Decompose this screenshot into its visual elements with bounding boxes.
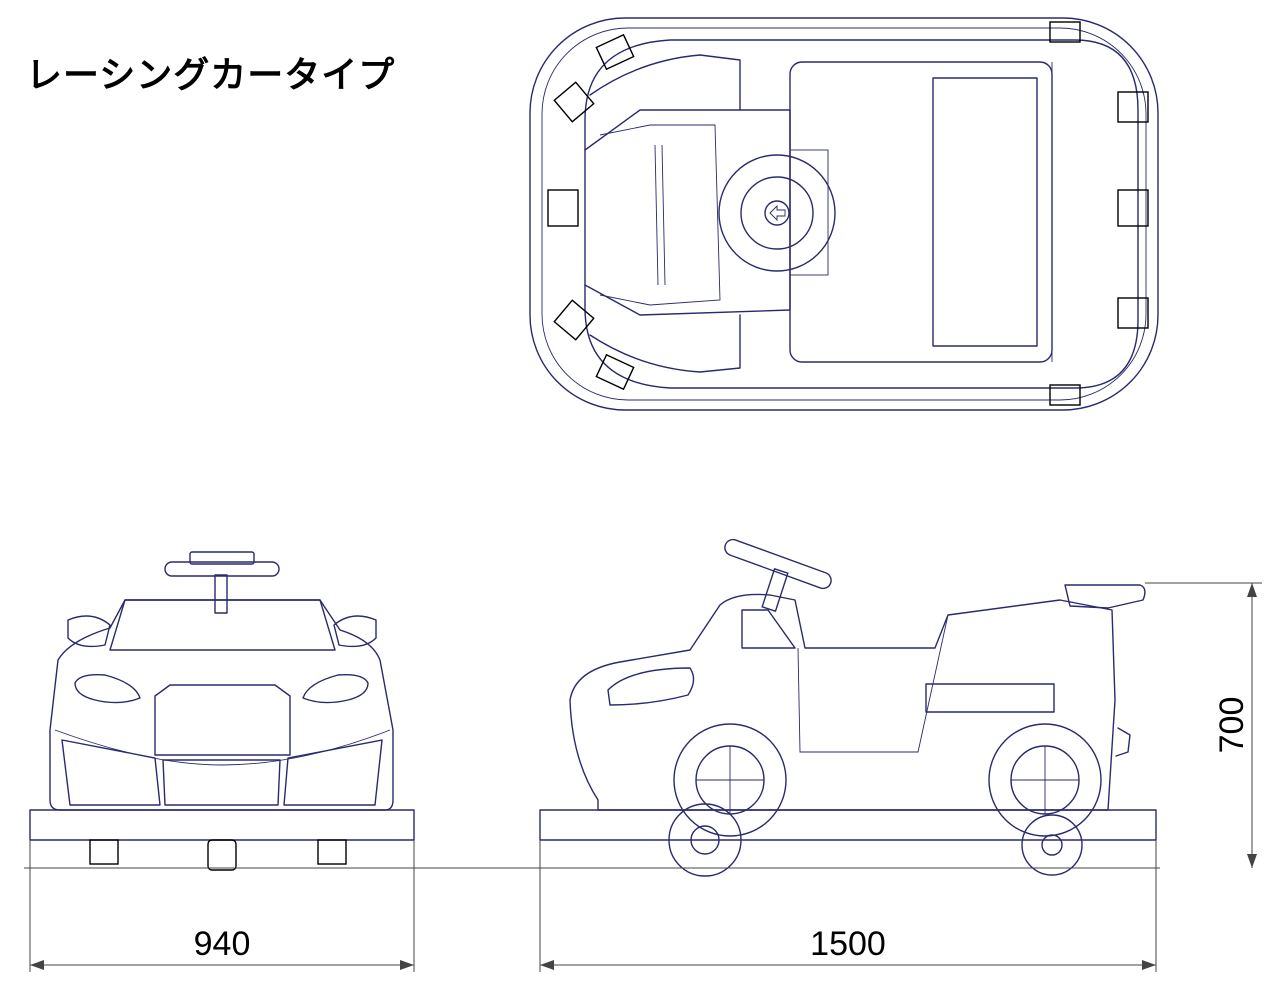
side-steering-wheel bbox=[724, 538, 832, 590]
front-view bbox=[29, 551, 415, 871]
top-seat-deck bbox=[789, 61, 1053, 363]
front-windscreen bbox=[109, 599, 336, 651]
length-arrow-left bbox=[540, 960, 554, 970]
top-view bbox=[529, 17, 1159, 411]
dimensions: 940 1500 700 bbox=[24, 582, 1262, 972]
bumper-clip-top-left-2 bbox=[595, 33, 635, 71]
length-label: 1500 bbox=[810, 925, 886, 963]
front-steering-column bbox=[214, 574, 228, 614]
front-mirror-right bbox=[333, 615, 377, 648]
side-front-wheel-arch bbox=[673, 723, 787, 837]
top-hood-line-1 bbox=[654, 144, 659, 286]
length-arrow-right bbox=[1142, 960, 1156, 970]
front-grille bbox=[154, 684, 291, 756]
drawing-title: レーシングカータイプ bbox=[26, 55, 396, 96]
bumper-clip-bottom-left-2 bbox=[595, 353, 635, 391]
side-seat bbox=[741, 609, 796, 649]
side-car-body bbox=[569, 593, 1116, 811]
top-direction-icon bbox=[764, 200, 790, 226]
top-fender-lower bbox=[589, 314, 741, 373]
top-hood bbox=[584, 109, 791, 316]
front-body bbox=[49, 599, 394, 811]
top-hood-inner bbox=[599, 124, 721, 306]
top-car-body bbox=[584, 39, 1139, 389]
height-arrow-bottom bbox=[1247, 854, 1257, 868]
top-steering-hub bbox=[740, 176, 814, 250]
front-headlight-left bbox=[74, 673, 141, 704]
bumper-clip-left bbox=[547, 189, 579, 227]
side-rear-bumper bbox=[1115, 727, 1131, 757]
front-mirror-left bbox=[67, 615, 111, 648]
bumper-clip-right-bottom bbox=[1117, 297, 1149, 329]
front-caster-right bbox=[317, 839, 347, 865]
side-steering-column bbox=[761, 568, 789, 612]
side-spoiler bbox=[1064, 584, 1146, 609]
bumper-clip-bottom-left bbox=[553, 299, 595, 341]
top-seat-panel bbox=[932, 77, 1038, 347]
side-rear-wheel-arch bbox=[988, 723, 1102, 837]
width-arrow-left bbox=[30, 960, 44, 970]
front-steering-hub bbox=[189, 551, 255, 565]
side-caster-wheel bbox=[1021, 814, 1083, 876]
top-steering-plate bbox=[789, 149, 829, 276]
top-steering-wheel bbox=[718, 154, 836, 272]
top-bumper-inner bbox=[541, 27, 1147, 401]
side-caster-wheel-hub bbox=[1041, 834, 1063, 856]
front-caster-left bbox=[89, 839, 119, 865]
front-bumper-left bbox=[61, 739, 161, 806]
front-headlight-right bbox=[302, 673, 369, 704]
height-label: 700 bbox=[1213, 697, 1251, 754]
top-hood-line-2 bbox=[661, 144, 666, 286]
side-base bbox=[539, 809, 1157, 841]
front-steering-wheel bbox=[164, 561, 280, 577]
top-fender-upper bbox=[589, 54, 741, 111]
arrow-icon bbox=[769, 204, 786, 222]
side-view bbox=[539, 538, 1157, 877]
front-base bbox=[29, 809, 415, 841]
side-headlight bbox=[607, 667, 695, 706]
height-arrow-top bbox=[1247, 583, 1257, 597]
side-door-line bbox=[797, 614, 949, 753]
width-label: 940 bbox=[194, 925, 251, 963]
width-arrow-right bbox=[400, 960, 414, 970]
bumper-clip-right-top bbox=[1117, 91, 1149, 123]
bumper-clip-top-right bbox=[1049, 21, 1081, 43]
front-caster-center bbox=[207, 839, 237, 871]
bumper-clip-top-left bbox=[553, 81, 595, 123]
bumper-clip-right-mid bbox=[1117, 189, 1149, 227]
front-bumper-center bbox=[162, 759, 281, 806]
bumper-clip-bottom-right bbox=[1049, 384, 1081, 406]
front-bumper-right bbox=[283, 739, 383, 806]
side-drive-wheel-hub bbox=[690, 825, 720, 855]
side-stripe bbox=[925, 683, 1055, 713]
top-bumper-outer bbox=[529, 17, 1159, 411]
